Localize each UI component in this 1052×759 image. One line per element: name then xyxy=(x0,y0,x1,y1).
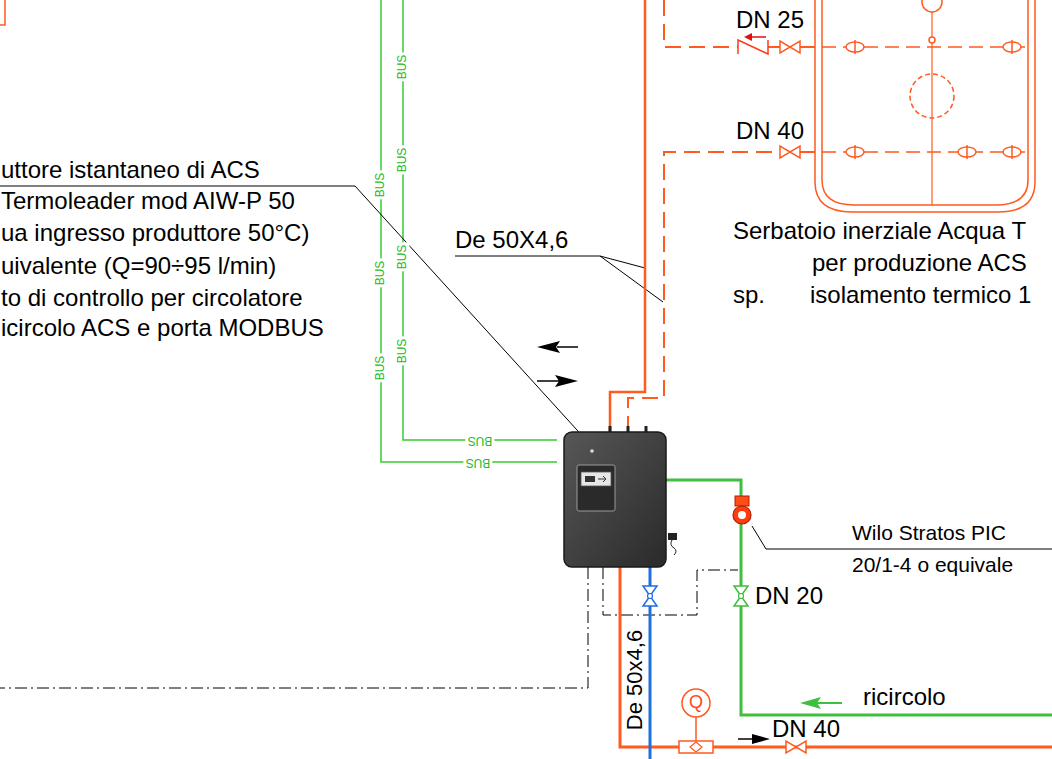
callout-text: uttore istantaneo di ACS xyxy=(1,157,260,183)
callout-text: ua ingresso produttore 50°C) xyxy=(1,220,309,246)
control-wire xyxy=(0,567,588,688)
unit-connection xyxy=(610,426,646,432)
pipe-dimension: De 50x4,6 xyxy=(623,630,647,730)
tank-nozzle xyxy=(922,0,942,12)
pump-symbol xyxy=(735,496,749,506)
tank-nozzle xyxy=(929,37,935,43)
check-valve-arrow xyxy=(750,36,766,38)
pipe-size: DN 25 xyxy=(736,7,804,33)
unit-led xyxy=(590,449,594,453)
bus-label: BUS xyxy=(374,259,387,288)
pipe xyxy=(610,0,645,432)
tank-outline xyxy=(815,0,1035,212)
pipe-size: DN 20 xyxy=(755,583,823,609)
tank-outline xyxy=(822,0,1028,205)
valve-symbol xyxy=(648,594,653,599)
pipe-size: DN 40 xyxy=(736,118,804,144)
check-valve-arrow xyxy=(744,33,752,41)
pipe-union xyxy=(854,145,856,159)
recirculation-pipe xyxy=(666,480,1052,715)
check-valve xyxy=(738,40,768,54)
bus-label: BUS xyxy=(374,171,387,200)
sensor-symbol xyxy=(668,533,677,540)
control-wire xyxy=(603,567,738,615)
callout-text: to di controllo per circolatore xyxy=(1,285,302,311)
valve-symbol xyxy=(780,41,800,53)
pump-note: Wilo Stratos PIC xyxy=(852,521,1006,544)
pipe xyxy=(800,151,815,153)
tank-internal-pipe xyxy=(822,47,1028,152)
manhole-flange xyxy=(910,74,954,118)
callout-text: Termoleader mod AIW-P 50 xyxy=(1,188,295,214)
pipe-fragment xyxy=(0,0,5,25)
pipe-union xyxy=(1011,145,1013,159)
pipe-dimension: De 50X4,6 xyxy=(455,227,568,253)
cold-water-pipe xyxy=(649,567,652,759)
flow-label: ricircolo xyxy=(863,684,946,710)
callout-text: icircolo ACS e porta MODBUS xyxy=(1,315,324,341)
pipe xyxy=(664,0,738,47)
bus-label: BUS xyxy=(374,354,387,383)
pipe-union xyxy=(966,145,968,159)
tank-note: per produzione ACS xyxy=(812,250,1027,276)
unit-panel xyxy=(577,465,615,511)
pipe-union-group xyxy=(846,40,1021,159)
pump-symbol xyxy=(738,511,746,519)
pipe-union xyxy=(854,40,856,54)
flow-arrow xyxy=(555,375,578,387)
meter-stem xyxy=(695,717,697,741)
flow-arrow xyxy=(816,702,842,704)
bus-wire xyxy=(403,0,557,440)
water-heater-unit xyxy=(564,432,666,567)
flow-arrow xyxy=(752,734,770,744)
leader-line xyxy=(0,186,597,452)
bus-label: BUS xyxy=(396,53,409,82)
bus-label: BUS xyxy=(466,433,495,446)
tank-note: isolamento termico 1 xyxy=(810,282,1031,308)
flow-arrow xyxy=(738,738,754,740)
tank-note: Serbatoio inerziale Acqua T xyxy=(733,218,1026,244)
meter-symbol xyxy=(682,689,710,717)
pump-note: 20/1-4 o equivale xyxy=(852,553,1013,576)
sensor-cable xyxy=(671,540,676,555)
bus-label: BUS xyxy=(464,455,493,468)
valve-symbol xyxy=(734,586,748,606)
bus-label: BUS xyxy=(396,146,409,175)
pipe-union xyxy=(1011,40,1013,54)
valve-symbol xyxy=(643,586,657,606)
meter-letter: Q xyxy=(689,693,703,713)
pipe-size: DN 40 xyxy=(772,716,840,742)
flow-arrow xyxy=(800,697,821,709)
flow-meter xyxy=(679,741,713,753)
flow-meter xyxy=(690,742,702,752)
flow-arrow xyxy=(557,346,578,348)
callout-text: uivalente (Q=90÷95 l/min) xyxy=(1,253,276,279)
bus-label: BUS xyxy=(396,337,409,366)
flow-arrow xyxy=(537,341,560,353)
tank-note: sp. xyxy=(733,282,765,308)
unit-display xyxy=(581,472,611,486)
flow-arrow xyxy=(537,380,560,382)
valve-symbol xyxy=(780,146,800,158)
pipe xyxy=(628,152,780,432)
pump-symbol xyxy=(733,506,751,524)
valve-symbol xyxy=(786,741,806,753)
hot-water-pipe xyxy=(620,567,1052,747)
valve-symbol xyxy=(739,594,744,599)
unit-display-icon xyxy=(585,476,595,482)
leader-line xyxy=(455,256,663,302)
bus-label: BUS xyxy=(396,243,409,272)
unit-display-icon xyxy=(598,476,606,482)
